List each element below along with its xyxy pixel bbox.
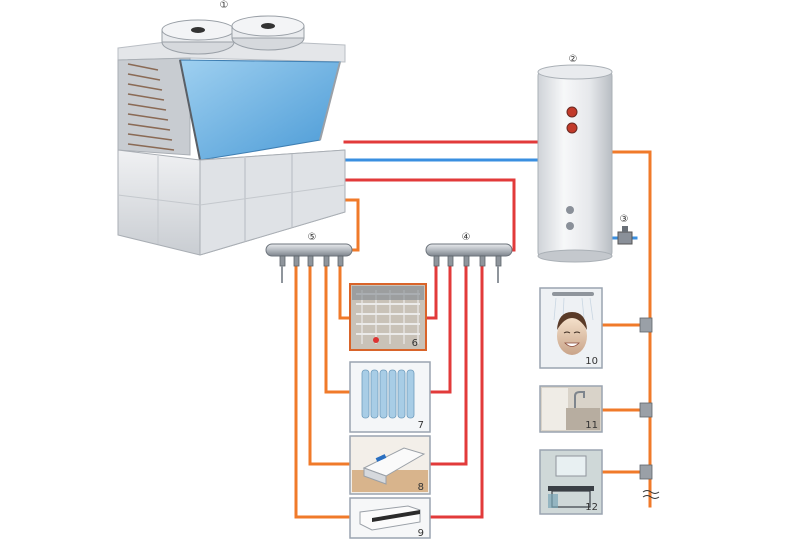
heat-pump-unit: ① — [117, 0, 346, 256]
label-manifold-supply: ④ — [462, 232, 471, 243]
label-fan-coil-floor: 8 — [418, 482, 424, 493]
radiator-icon — [361, 369, 415, 419]
label-manifold-return: ⑤ — [308, 232, 317, 243]
label-shower: 10 — [585, 356, 598, 367]
panel-shower: 10 — [539, 287, 603, 369]
label-tank: ② — [569, 54, 578, 65]
tee-fittings — [639, 317, 653, 480]
panel-kitchen: 11 — [539, 385, 603, 433]
mixing-valve: ③ — [617, 214, 633, 245]
label-heat-pump: ① — [220, 0, 229, 11]
label-valve: ③ — [620, 214, 629, 225]
pipe-return-7 — [324, 260, 352, 394]
label-bathroom: 12 — [585, 502, 598, 513]
label-kitchen: 11 — [585, 420, 598, 431]
panel-fan-coil-floor: 8 — [349, 435, 431, 495]
pipe-return-8 — [308, 260, 352, 466]
pipe-return-9 — [294, 260, 352, 519]
pipe-supply-9 — [430, 260, 484, 519]
panel-floor-heating: 6 — [349, 283, 427, 351]
storage-tank: ② — [537, 54, 613, 263]
label-radiator: 7 — [418, 420, 424, 431]
pipe-supply-7 — [430, 260, 452, 394]
panel-radiator: 7 — [349, 361, 431, 433]
manifold-return: ⑤ — [265, 232, 353, 283]
panel-bathroom: 12 — [539, 449, 603, 515]
manifold-supply: ④ — [425, 232, 513, 283]
fan-icon — [231, 15, 305, 51]
label-floor-heating: 6 — [412, 338, 418, 349]
pipe-supply-6 — [423, 260, 438, 320]
label-fan-coil-ceiling: 9 — [418, 528, 424, 539]
pipe-tank-hot-out — [608, 150, 652, 508]
panel-fan-coil-ceiling: 9 — [349, 497, 431, 539]
pipe-hot-to-manifold-4 — [343, 178, 516, 252]
pipe-return-6 — [338, 260, 352, 320]
fan-icon — [161, 19, 235, 55]
pipe-break-mark — [642, 490, 660, 499]
pipe-supply-8 — [430, 260, 468, 466]
coil-fins — [127, 63, 175, 151]
